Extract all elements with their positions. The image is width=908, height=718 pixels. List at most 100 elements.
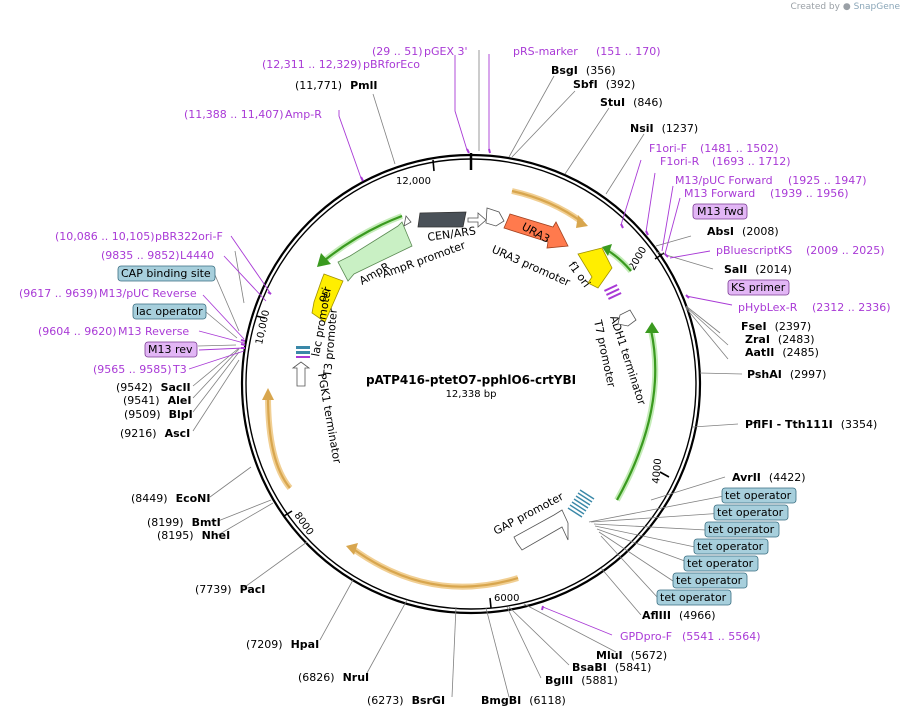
lac-operator-box-text: lac operator [136,305,203,318]
site-hpai: (7209)HpaI [246,638,319,651]
ampr-promoter-small [403,215,412,227]
site-sali: SalI(2014) [724,263,792,276]
primer-f1ori-r-name: F1ori-R [660,155,700,168]
tet-operator-box-6-text: tet operator [676,574,743,587]
tet-operator-box-4-text: tet operator [697,540,764,553]
cds-arcs [262,188,659,590]
cap-binding-site-box-text: CAP binding site [121,267,211,280]
site-nsii: NsiI(1237) [630,122,698,135]
tick-12000 [432,159,435,172]
ura3-promoter-label: URA3 promoter [490,243,573,289]
tick-4000 [659,471,670,478]
ampr-promoter-arrow [467,212,487,228]
tet-operator-box-7 [656,589,732,606]
primer-pbluescriptks-range: (2009 .. 2025) [806,244,885,257]
cds-arc-ampr-green-core [324,214,403,261]
site-sacii: (9542)SacII [116,381,191,394]
primer-phyblex-r-range: (2312 .. 2336) [812,301,891,314]
primer-prs-marker-range: (151 .. 170) [596,45,661,58]
restriction-site-labels: BsgI(356) SbfI(392) StuI(846) NsiI(1237)… [116,64,877,707]
ori-feature [311,273,344,323]
snapgene-credit: Created by ● SnapGene [790,2,900,12]
tet-operator-box-3 [704,521,780,538]
site-econi: (8449)EcoNI [131,492,210,505]
site-bmti: (8199)BmtI [147,516,221,529]
tet-operator-box-3-text: tet operator [708,523,775,536]
primer-site-marks [240,148,690,611]
site-afliii: AflIII(4966) [642,609,716,622]
tet-operator-box-4 [693,538,769,555]
site-alei: (9541)AleI [123,394,191,407]
cap-site-mark [296,351,310,354]
tick-label-4000: 4000 [651,458,664,484]
ori-label: ori [315,286,333,304]
site-bsgi: BsgI(356) [551,64,616,77]
site-sbfi: SbfI(392) [573,78,635,91]
site-fsei: FseI(2397) [741,320,811,333]
cds-arc-top-right-core [511,189,583,223]
site-blpi: (9509)BlpI [124,408,193,421]
pgk1-terminator-label: PGK1 terminator [315,372,344,465]
cen-ars-feature [417,211,467,228]
m13rev-mark [296,356,310,358]
tet-operator-box-2 [713,504,789,521]
primer-pbrforeco-range: (12,311 .. 12,329) [262,58,362,71]
ampr-feature [337,221,413,282]
site-aatii: AatII(2485) [745,346,819,359]
site-absi: AbsI(2008) [707,225,779,238]
m13-rev-box-text: M13 rev [148,343,193,356]
f1-primer-mark-3 [608,292,622,300]
tet-operator-box-2-text: tet operator [717,506,784,519]
primer-t3-range: (9565 .. 9585) [93,363,172,376]
site-zrai: ZraI(2483) [745,333,815,346]
primer-pgex3-range: (29 .. 51) [372,45,423,58]
primer-pbr322ori-f-name: pBR322ori-F [155,230,223,243]
site-avrii: AvrII(4422) [732,471,805,484]
cds-arc-top-right-arrowhead [576,215,588,228]
primer-gpdpro-f-range: (5541 .. 5564) [682,630,761,643]
cap-binding-site-box [117,265,216,282]
pgk1-terminator-arrow [291,361,311,387]
ura3-promoter-arrow [485,207,505,227]
lac-operator-box [132,303,207,320]
site-paci: (7739)PacI [195,583,265,596]
plasmid-name: pATP416-ptetO7-pphlO6-crtYBI [366,373,576,387]
primer-pbr322ori-f-range: (10,086 .. 10,105) [55,230,155,243]
ks-primer-box-text: KS primer [731,281,786,294]
site-pmli: (11,771)PmlI [295,79,377,92]
site-pflfi-tth111i: PflFI - Tth111I(3354) [745,418,877,431]
credit-prefix: Created by [790,2,840,12]
tet-operator-marks [567,489,595,518]
site-nhei: (8195)NheI [157,529,230,542]
primer-t3-name: T3 [172,363,187,376]
primer-pgex3-name: pGEX 3' [424,45,468,58]
site-stui: StuI(846) [600,96,663,109]
primer-m13puc-rev-name: M13/pUC Reverse [99,287,197,300]
ks-primer-box [727,279,790,296]
cds-arc-left-orange-core [266,395,291,489]
site-nrui: (6826)NruI [298,671,369,684]
leader-lines [192,50,743,698]
primer-m13puc-fwd-name: M13/pUC Forward [675,174,773,187]
tick-8000 [283,510,293,517]
primer-m13puc-rev-range: (9617 .. 9639) [19,287,98,300]
t3-promoter-label: T3 promoter [321,308,340,379]
site-mlui: MluI(5672) [596,649,667,662]
lac-operator-mark [296,346,310,349]
tet-operator-box-1-text: tet operator [725,489,792,502]
primer-l4440-name: L4440 [180,249,214,262]
primer-phyblex-r-name: pHybLex-R [738,301,798,314]
tet-operator-box-7-text: tet operator [660,591,727,604]
primer-m13fwd-name: M13 Forward [684,187,755,200]
tet-operator-box-1 [721,487,797,504]
f1-primer-mark-2 [606,288,620,296]
gap-promoter-arrow [513,509,569,551]
cds-arc-left-arrowhead [262,388,274,400]
boxed-labels: M13 fwd KS primer M13 rev CAP binding si… [117,203,797,606]
primer-labels: (29 .. 51) pGEX 3' pRS-marker (151 .. 17… [19,45,891,643]
cds-arc-f1-arrowhead [602,244,612,256]
site-pshai: PshAI(2997) [747,368,826,381]
primer-f1ori-f-range: (1481 .. 1502) [700,142,779,155]
cds-arc-right-arrowhead [645,322,659,333]
